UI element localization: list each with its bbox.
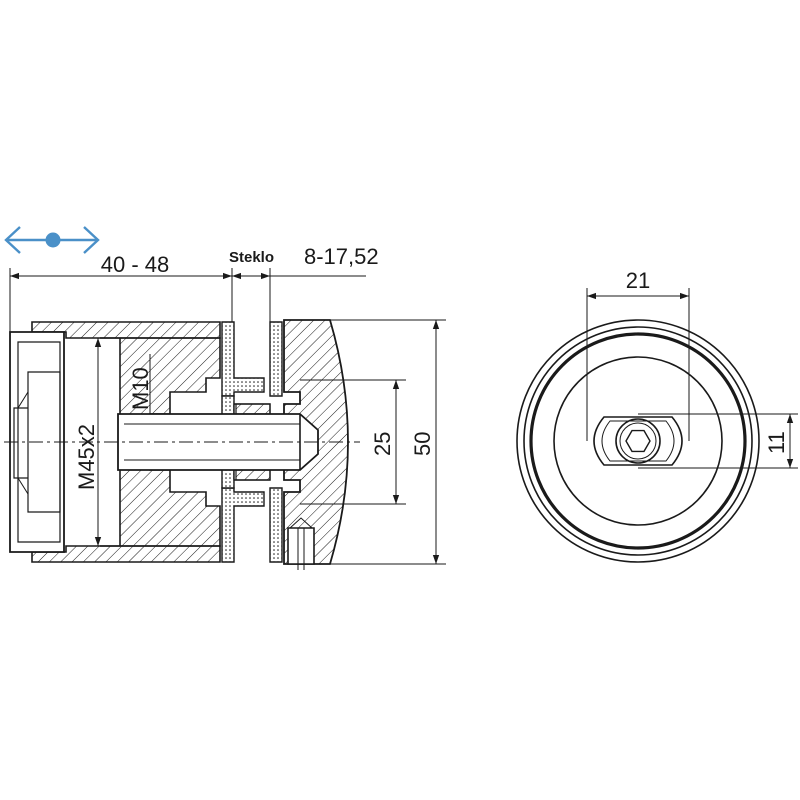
- dim-21-label: 21: [626, 268, 650, 293]
- end-cap-inner: [17, 341, 61, 543]
- left-body-hatch-top: [100, 337, 221, 421]
- dim-11-label: 11: [764, 431, 789, 454]
- hex-socket-icon: [625, 429, 651, 453]
- dim-50-label: 50: [410, 432, 435, 456]
- rubber-pad-right-bottom: [269, 487, 283, 563]
- adjust-range-label: 40 - 48: [101, 252, 170, 277]
- double-arrow-icon: [4, 226, 100, 254]
- glass-label: Steklo: [229, 249, 274, 266]
- dim-25-label: 25: [370, 432, 395, 456]
- bushing-flange-top: [235, 403, 271, 415]
- bolt-head: [615, 418, 661, 464]
- bushing-flange-bottom: [235, 469, 271, 481]
- side-view-dimensions: 40 - 48 Steklo 8-17,52 M45x2 M10 25 50: [9, 244, 446, 565]
- outer-rim: [516, 319, 760, 563]
- set-screw: [287, 527, 315, 565]
- inner-face: [553, 356, 723, 526]
- end-cap-recess: [13, 371, 61, 513]
- left-body-hatch-bottom: [100, 463, 221, 547]
- bolt-head-inner: [619, 422, 657, 460]
- thread-bolt-label: M10: [128, 367, 153, 410]
- face-ring: [529, 332, 747, 550]
- thread-main-label: M45x2: [74, 424, 99, 490]
- front-view-dimensions: 21 11: [586, 268, 798, 469]
- outer-rim-inner: [523, 326, 753, 556]
- glass-range-label: 8-17,52: [304, 244, 379, 269]
- front-view: [516, 319, 760, 563]
- side-section-view: [4, 319, 360, 570]
- rubber-pad-left-bottom: [221, 487, 265, 563]
- rubber-pad-left: [221, 321, 265, 397]
- rubber-pad-right: [269, 321, 283, 397]
